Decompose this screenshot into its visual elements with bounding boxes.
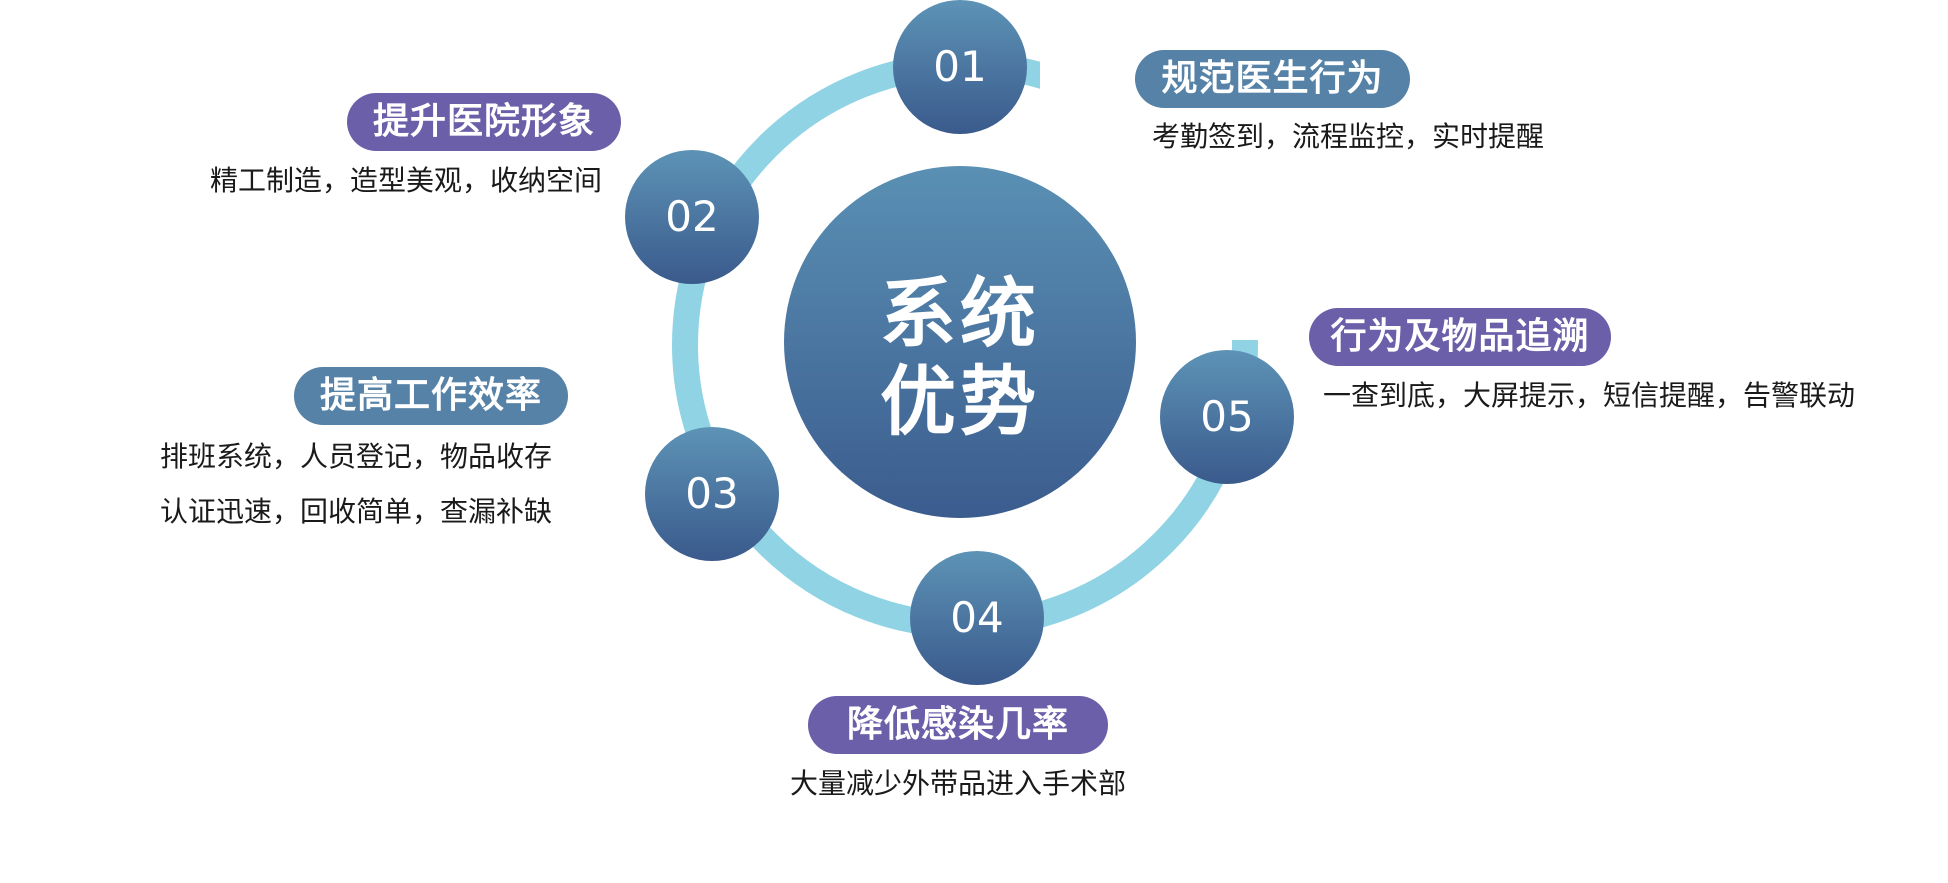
center-circle <box>784 166 1136 518</box>
node-circle-03 <box>645 427 779 561</box>
node-number-04: 04 <box>950 593 1004 642</box>
node-circle-04 <box>910 551 1044 685</box>
item-title-05: 行为及物品追溯 <box>1309 308 1611 366</box>
node-number-03: 03 <box>685 469 739 518</box>
item-title-04: 降低感染几率 <box>808 696 1108 754</box>
item-title-03: 提高工作效率 <box>294 367 568 425</box>
item-desc-02: 精工制造，造型美观，收纳空间 <box>209 164 602 197</box>
node-number-02: 02 <box>665 192 719 241</box>
center-title-line2: 优势 <box>880 357 1040 446</box>
node-number-01: 01 <box>933 42 987 91</box>
item-desc-01: 考勤签到，流程监控，实时提醒 <box>1152 120 1545 153</box>
item-desc-03a: 排班系统，人员登记，物品收存 <box>159 440 552 473</box>
item-title-01: 规范医生行为 <box>1135 50 1410 108</box>
node-circle-02 <box>625 150 759 284</box>
center-title: 系统 优势 <box>780 270 1140 446</box>
item-desc-04: 大量减少外带品进入手术部 <box>789 767 1126 800</box>
center-title-line1: 系统 <box>880 269 1040 358</box>
node-circle-05 <box>1160 350 1294 484</box>
node-circle-01 <box>893 0 1027 134</box>
node-number-05: 05 <box>1200 392 1254 441</box>
item-desc-03b: 认证迅速，回收简单，查漏补缺 <box>159 495 552 528</box>
item-desc-05: 一查到底，大屏提示，短信提醒，告警联动 <box>1323 379 1856 412</box>
item-title-02: 提升医院形象 <box>347 93 621 151</box>
